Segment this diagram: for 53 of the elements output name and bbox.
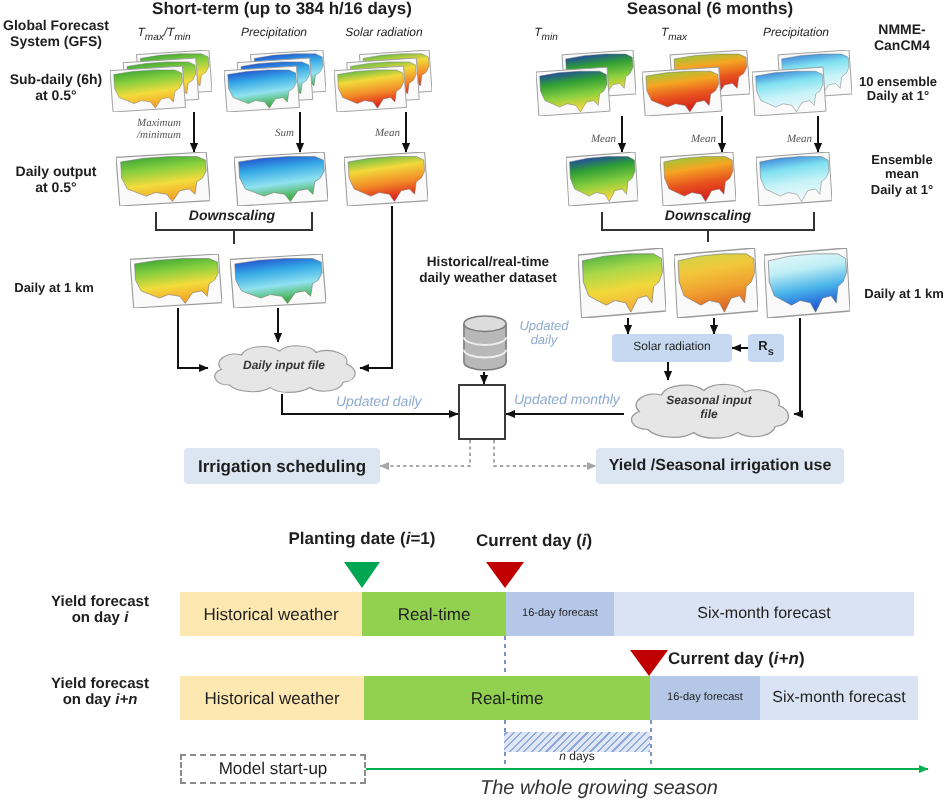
arrow bbox=[731, 343, 749, 353]
section-heading: Short-term (up to 384 h/16 days) bbox=[152, 0, 412, 20]
map-stack-picture bbox=[224, 50, 326, 112]
arrow bbox=[505, 409, 625, 419]
arrow bbox=[401, 111, 411, 153]
arrow bbox=[617, 115, 627, 153]
timeline-segment: Real-time bbox=[364, 676, 650, 720]
timeline-segment: Six-month forecast bbox=[760, 676, 918, 720]
arrow bbox=[189, 111, 199, 153]
map-stack-picture bbox=[536, 50, 636, 116]
timeline-caption: The whole growing season bbox=[480, 778, 718, 801]
map-picture bbox=[230, 254, 326, 308]
arrow bbox=[709, 317, 719, 335]
output-box: Yield /Seasonal irrigation use bbox=[596, 448, 844, 484]
arrow bbox=[813, 115, 823, 153]
timeline-segment: Six-month forecast bbox=[614, 592, 914, 636]
arrow bbox=[295, 111, 305, 153]
arrow bbox=[793, 317, 804, 419]
map-picture bbox=[566, 152, 638, 206]
arrow bbox=[493, 439, 597, 471]
marker-label: Planting date (i=1) bbox=[288, 530, 436, 550]
arrow bbox=[479, 371, 489, 385]
phase-box: Model start-up bbox=[180, 754, 366, 784]
map-picture bbox=[660, 152, 736, 206]
marker-label: Current day (i+n) bbox=[668, 650, 805, 670]
map-stack-picture bbox=[642, 50, 750, 116]
square-frame bbox=[458, 384, 506, 440]
map-picture bbox=[344, 152, 428, 206]
marker-label: Current day (i) bbox=[476, 532, 593, 552]
map-picture bbox=[234, 152, 328, 206]
arrow bbox=[379, 439, 471, 471]
timeline-segment: Historical weather bbox=[180, 592, 362, 636]
map-picture bbox=[130, 254, 222, 308]
arrow bbox=[717, 115, 727, 153]
section-heading: Seasonal (6 months) bbox=[626, 0, 794, 20]
map-picture bbox=[578, 248, 666, 318]
arrow bbox=[359, 205, 393, 373]
map-stack-picture bbox=[110, 50, 212, 112]
arrow bbox=[623, 317, 633, 335]
timeline-segment: Historical weather bbox=[180, 676, 364, 720]
arrow bbox=[273, 307, 283, 343]
arrow bbox=[177, 307, 209, 373]
map-picture bbox=[116, 152, 210, 206]
arrow bbox=[663, 361, 673, 381]
arrow bbox=[281, 393, 459, 419]
output-box: Irrigation scheduling bbox=[184, 448, 380, 484]
map-picture bbox=[764, 248, 850, 318]
map-stack-picture bbox=[752, 50, 852, 116]
timeline-segment: Real-time bbox=[362, 592, 506, 636]
map-picture bbox=[756, 152, 832, 206]
map-picture bbox=[674, 248, 758, 318]
map-stack-picture bbox=[334, 50, 432, 112]
arrow bbox=[365, 764, 929, 774]
